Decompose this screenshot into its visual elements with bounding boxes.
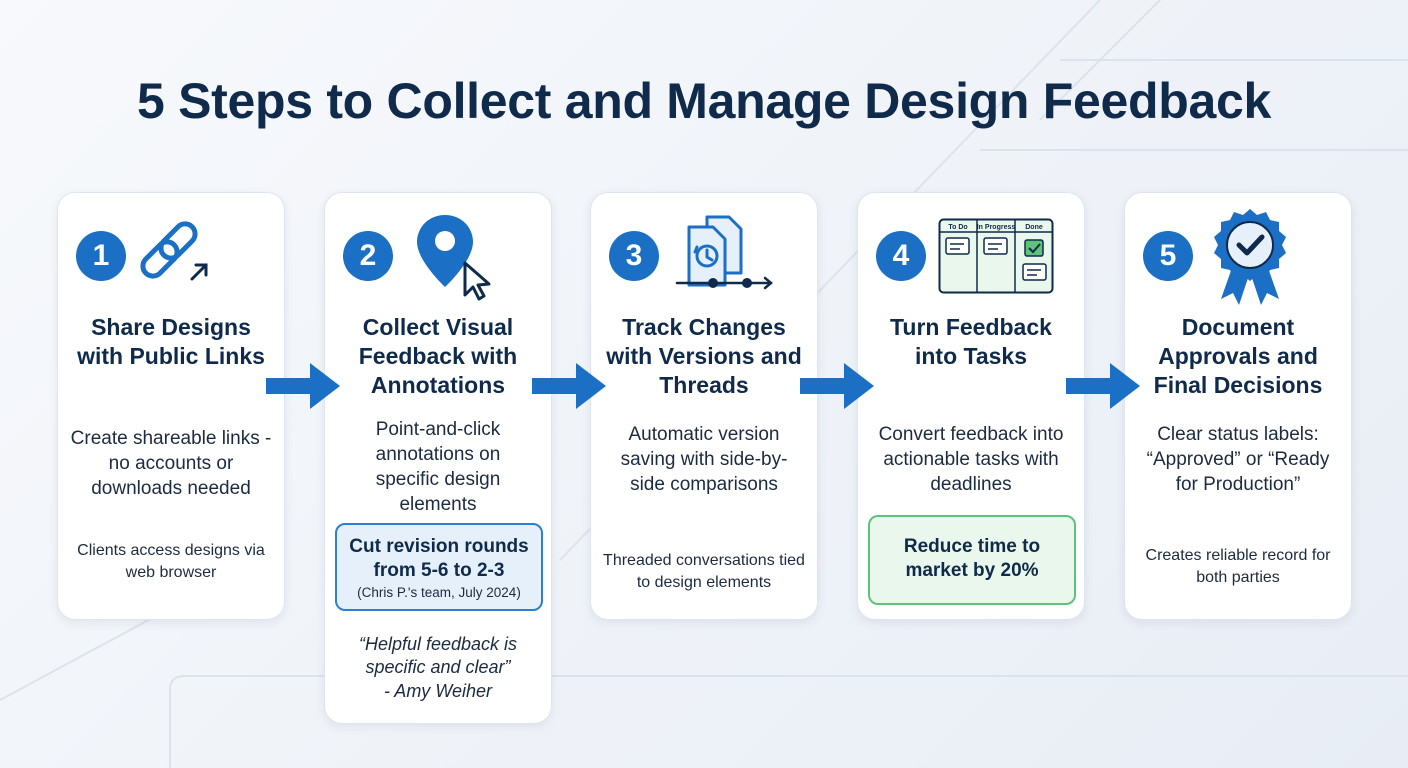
board-column-label: In Progress xyxy=(977,224,1016,231)
step-title: Collect Visual Feedback with Annotations xyxy=(358,314,518,398)
step-number-badge: 3 xyxy=(609,231,659,281)
step-number-badge: 2 xyxy=(343,231,393,281)
stat-highlight-text: Cut revision rounds from 5-6 to 2-3 xyxy=(349,536,529,581)
step-card-5: 5 Document Approvals and Final Decisions… xyxy=(1124,192,1352,620)
arrow-right-icon xyxy=(1066,363,1140,409)
step-description: Automatic version saving with side-by-si… xyxy=(620,424,788,495)
board-column-label: Done xyxy=(1025,224,1043,231)
link-icon xyxy=(140,221,208,281)
stat-highlight-box: Cut revision rounds from 5-6 to 2-3 (Chr… xyxy=(335,523,543,611)
step-note: Creates reliable record for both parties xyxy=(1145,547,1331,586)
step-note: Clients access designs via web browser xyxy=(77,542,265,581)
step-card-4: 4 To Do In Progress Done Turn Feedback i… xyxy=(857,192,1085,620)
step-card-2: 2 Collect Visual Feedback with Annotatio… xyxy=(324,192,552,724)
approval-badge-icon xyxy=(1214,209,1286,305)
step-title: Document Approvals and Final Decisions xyxy=(1153,314,1323,398)
step-description: Point-and-click annotations on specific … xyxy=(375,419,501,515)
step-title: Track Changes with Versions and Threads xyxy=(606,314,802,398)
step-number-badge: 1 xyxy=(76,231,126,281)
map-pin-cursor-icon xyxy=(417,215,491,301)
stat-highlight-source: (Chris P.'s team, July 2024) xyxy=(357,585,521,600)
quote-author: - Amy Weiher xyxy=(383,681,493,701)
step-number-badge: 4 xyxy=(876,231,926,281)
board-column-label: To Do xyxy=(948,224,967,231)
arrow-right-icon xyxy=(800,363,874,409)
stat-highlight-text: Reduce time to market by 20% xyxy=(903,536,1041,581)
version-history-icon xyxy=(675,215,773,290)
step-card-1: 1 Share Designs with Public Links Create… xyxy=(57,192,285,620)
page-title: 5 Steps to Collect and Manage Design Fee… xyxy=(136,73,1271,129)
kanban-board-icon: To Do In Progress Done xyxy=(938,218,1054,294)
step-description: Create shareable links - no accounts or … xyxy=(70,428,272,499)
step-card-3: 3 Track Changes with Versions and Thread… xyxy=(590,192,818,620)
arrow-right-icon xyxy=(532,363,606,409)
arrow-right-icon xyxy=(266,363,340,409)
step-description: Clear status labels: “Approved” or “Read… xyxy=(1146,424,1330,495)
step-title: Share Designs with Public Links xyxy=(77,314,265,369)
quote-text: “Helpful feedback is specific and clear” xyxy=(358,634,518,677)
step-note: Threaded conversations tied to design el… xyxy=(603,552,805,591)
step-description: Convert feedback into actionable tasks w… xyxy=(878,424,1064,495)
stat-highlight-box: Reduce time to market by 20% xyxy=(868,515,1076,605)
step-title: Turn Feedback into Tasks xyxy=(890,314,1052,369)
step-number-badge: 5 xyxy=(1143,231,1193,281)
